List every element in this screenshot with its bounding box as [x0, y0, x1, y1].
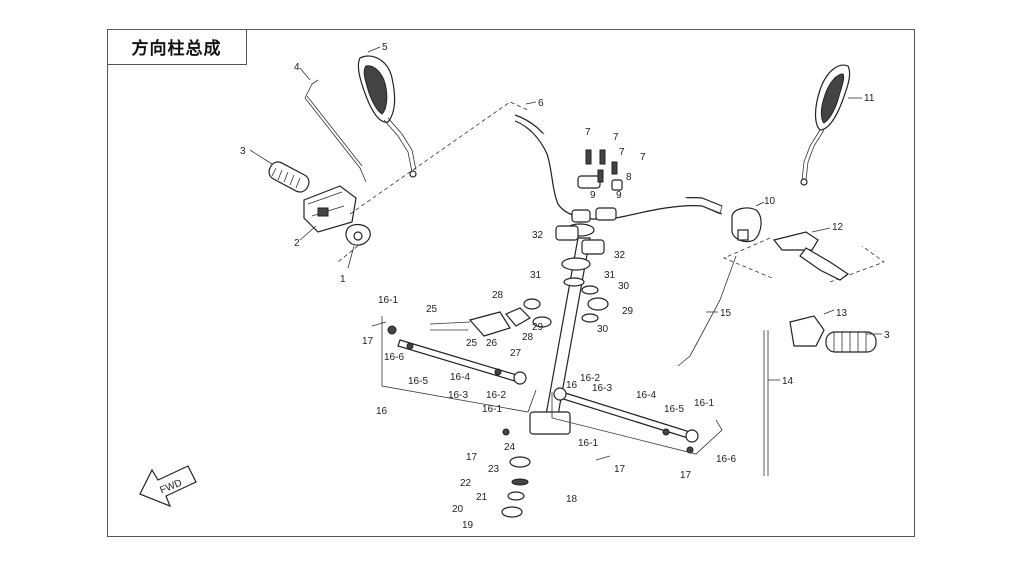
- left-lever-bracket: [345, 223, 371, 246]
- callout-32a: 32: [532, 230, 544, 241]
- throttle-cable: [677, 255, 737, 367]
- callout-10: 10: [764, 196, 776, 207]
- callout-25b: 25: [466, 338, 478, 349]
- bearing-30b: [581, 313, 599, 323]
- throttle-housing: [731, 207, 762, 243]
- callout-7d: 7: [640, 152, 646, 163]
- callout-28a: 28: [492, 290, 504, 301]
- left-grip: [268, 161, 310, 193]
- callout-16-1a: 16-1: [378, 295, 398, 306]
- callout-16-3b: 16-3: [592, 383, 612, 394]
- callout-30a: 30: [618, 281, 630, 292]
- callout-3-left: 3: [240, 146, 246, 157]
- choke-rod: [304, 79, 367, 183]
- brake-lever: [772, 231, 850, 281]
- callout-17c: 17: [614, 464, 626, 475]
- callout-26: 26: [486, 338, 498, 349]
- callout-24: 24: [504, 442, 516, 453]
- callout-22: 22: [460, 478, 472, 489]
- callout-7a: 7: [585, 127, 591, 138]
- callout-21: 21: [476, 492, 488, 503]
- callout-16-4b: 16-4: [636, 390, 656, 401]
- pin-17: [371, 321, 611, 461]
- callout-7b: 7: [613, 132, 619, 143]
- callout-3-right: 3: [884, 330, 890, 341]
- callout-lines: [249, 46, 882, 381]
- callout-25a: 25: [426, 304, 438, 315]
- upper-clamp-right: [581, 239, 605, 255]
- callout-32b: 32: [614, 250, 626, 261]
- callout-9a: 9: [590, 190, 596, 201]
- callout-19: 19: [462, 520, 474, 531]
- callout-17b: 17: [466, 452, 478, 463]
- tie-rod-left: [387, 325, 527, 385]
- tie-rod-right-outline: [551, 392, 723, 455]
- callout-16-1c: 16-1: [694, 398, 714, 409]
- right-switch: [789, 315, 825, 347]
- callout-13: 13: [836, 308, 848, 319]
- column-bracket: [429, 298, 541, 337]
- callout-16b: 16: [566, 380, 578, 391]
- callout-16-5a: 16-5: [408, 376, 428, 387]
- callout-2: 2: [294, 238, 300, 249]
- callout-4: 4: [294, 62, 300, 73]
- callout-16-3a: 16-3: [448, 390, 468, 401]
- callout-31b: 31: [604, 270, 616, 281]
- bearing-29b: [587, 297, 609, 311]
- callout-16-5b: 16-5: [664, 404, 684, 415]
- right-grip: [825, 331, 877, 353]
- callout-6: 6: [538, 98, 544, 109]
- callout-5: 5: [382, 42, 388, 53]
- callout-30b: 30: [597, 324, 609, 335]
- left-switch-housing: [303, 185, 357, 233]
- callout-16-4a: 16-4: [450, 372, 470, 383]
- brake-rod: [763, 330, 769, 476]
- callout-16-6b: 16-6: [716, 454, 736, 465]
- callout-9b: 9: [616, 190, 622, 201]
- callout-29a: 29: [532, 322, 544, 333]
- callout-28b: 28: [522, 332, 534, 343]
- callout-11: 11: [864, 93, 875, 104]
- lower-bearing-stack: [501, 428, 531, 518]
- callout-16-2a: 16-2: [486, 390, 506, 401]
- callout-16-1b: 16-1: [482, 404, 502, 415]
- direction-arrow: FWD: [139, 465, 197, 508]
- callout-16-2b: 16-2: [580, 373, 600, 384]
- callout-18: 18: [566, 494, 578, 505]
- callout-15: 15: [720, 308, 732, 319]
- callout-17d: 17: [680, 470, 692, 481]
- callout-17a: 17: [362, 336, 374, 347]
- callout-29b: 29: [622, 306, 634, 317]
- callout-31a: 31: [530, 270, 542, 281]
- tie-rod-left-outline: [381, 316, 537, 413]
- callout-7c: 7: [619, 147, 625, 158]
- bearing-30a: [581, 285, 599, 295]
- handlebar-clamps: [571, 149, 623, 223]
- handlebar: [514, 114, 723, 220]
- callout-16-6a: 16-6: [384, 352, 404, 363]
- diagram-frame: [107, 29, 915, 537]
- callout-20: 20: [452, 504, 464, 515]
- right-mirror: [800, 64, 851, 186]
- diagram-title: 方向柱总成: [107, 29, 247, 65]
- callout-1: 1: [340, 274, 346, 285]
- callout-27: 27: [510, 348, 522, 359]
- callout-16a: 16: [376, 406, 388, 417]
- tie-rod-right: [553, 387, 699, 454]
- upper-clamp-left: [555, 225, 579, 241]
- callout-23: 23: [488, 464, 500, 475]
- left-mirror: [357, 55, 417, 178]
- callout-14: 14: [782, 376, 794, 387]
- bearing-29a: [532, 316, 552, 328]
- callout-8: 8: [626, 172, 632, 183]
- callout-16-1d: 16-1: [578, 438, 598, 449]
- callout-12: 12: [832, 222, 844, 233]
